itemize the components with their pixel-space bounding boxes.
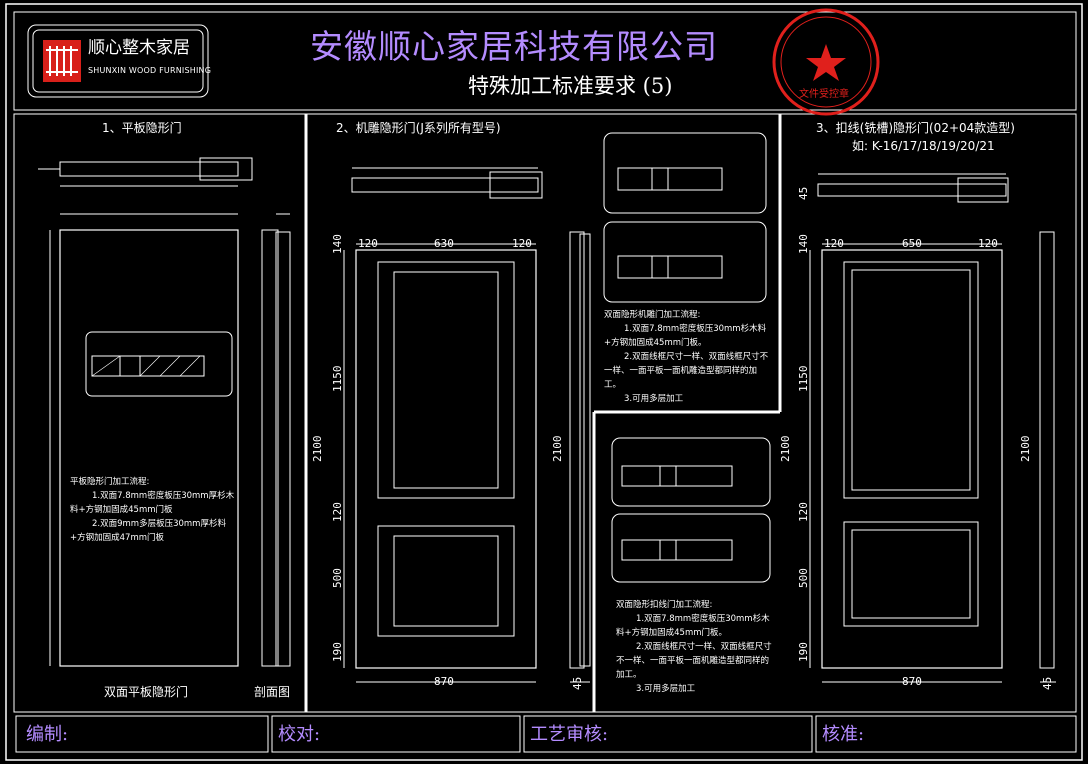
dim-2100: 2100	[311, 435, 324, 463]
dim3-500: 500	[797, 568, 810, 588]
dim-2100-side: 2100	[551, 435, 564, 463]
dim3-120-mid: 120	[797, 502, 810, 522]
footer-checked-label: 校对:	[278, 724, 321, 745]
dim-1150: 1150	[331, 365, 344, 393]
section-2-title: 2、机雕隐形门(J系列所有型号)	[336, 121, 501, 135]
carve-process-step-3: 3.可用多层加工	[624, 394, 684, 404]
dim3-left-120: 120	[824, 237, 844, 250]
dim3-right-120: 120	[978, 237, 998, 250]
line-process-note: 双面隐形扣线门加工流程: 1.双面7.8mm密度板压30mm杉木料+方钢加固成4…	[616, 598, 776, 696]
dim3-45-top: 45	[797, 186, 810, 200]
footer-compiled-label: 编制:	[26, 724, 69, 745]
line-process-step-3: 3.可用多层加工	[636, 684, 696, 694]
drawing-subtitle: 特殊加工标准要求 (5)	[468, 74, 673, 98]
section-3-models: 如: K-16/17/18/19/20/21	[852, 139, 995, 153]
carve-process-note: 双面隐形机雕门加工流程: 1.双面7.8mm密度板压30mm杉木料+方钢加固成4…	[604, 308, 772, 406]
carve-process-title: 双面隐形机雕门加工流程:	[604, 310, 701, 320]
flat-process-note: 平板隐形门加工流程: 1.双面7.8mm密度板压30mm厚杉木料+方钢加固成45…	[70, 475, 238, 545]
dim-45: 45	[571, 676, 584, 690]
dim3-1150: 1150	[797, 365, 810, 393]
flat-door-caption: 双面平板隐形门	[104, 685, 189, 699]
dim-left-120: 120	[358, 237, 378, 250]
line-process-step-1: 1.双面7.8mm密度板压30mm杉木料+方钢加固成45mm门板。	[616, 614, 770, 638]
dim3-2100-side: 2100	[1019, 435, 1032, 463]
line-process-step-2: 2.双面线框尺寸一样、双面线框尺寸不一样、一面平板一面机雕造型都同样的加工。	[616, 642, 772, 680]
flat-process-title: 平板隐形门加工流程:	[70, 477, 150, 487]
seal-label: 文件受控章	[799, 89, 849, 100]
flat-process-step-2: 2.双面9mm多层板压30mm厚杉料+方钢加固成47mm门板	[70, 519, 226, 543]
dim-190: 190	[331, 642, 344, 662]
dim3-870: 870	[902, 675, 922, 688]
section-1-title: 1、平板隐形门	[102, 121, 182, 135]
flat-process-step-1: 1.双面7.8mm密度板压30mm厚杉木料+方钢加固成45mm门板	[70, 491, 235, 515]
dim-right-120: 120	[512, 237, 532, 250]
dim3-2100: 2100	[779, 435, 792, 463]
footer-approved-label: 核准:	[822, 724, 865, 745]
dim-630: 630	[434, 237, 454, 250]
carve-process-step-2: 2.双面线框尺寸一样、双面线框尺寸不一样、一面平板一面机雕造型都同样的加工。	[604, 352, 769, 390]
dim3-650: 650	[902, 237, 922, 250]
dim3-45: 45	[1041, 676, 1054, 690]
dim-500: 500	[331, 568, 344, 588]
dim-870: 870	[434, 675, 454, 688]
section-3-title: 3、扣线(铣槽)隐形门(02+04款造型)	[816, 121, 1015, 135]
section-view-caption: 剖面图	[254, 685, 291, 699]
company-title: 安徽顺心家居科技有限公司	[310, 27, 718, 66]
dim-140: 140	[331, 234, 344, 254]
dim-120-mid: 120	[331, 502, 344, 522]
logo-english-name: SHUNXIN WOOD FURNISHING	[88, 66, 212, 75]
line-process-title: 双面隐形扣线门加工流程:	[616, 600, 713, 610]
dim3-140: 140	[797, 234, 810, 254]
dim3-190: 190	[797, 642, 810, 662]
carve-process-step-1: 1.双面7.8mm密度板压30mm杉木料+方钢加固成45mm门板。	[604, 324, 767, 348]
footer-process-review-label: 工艺审核:	[530, 724, 609, 745]
logo-chinese-name: 顺心整木家居	[88, 38, 190, 58]
